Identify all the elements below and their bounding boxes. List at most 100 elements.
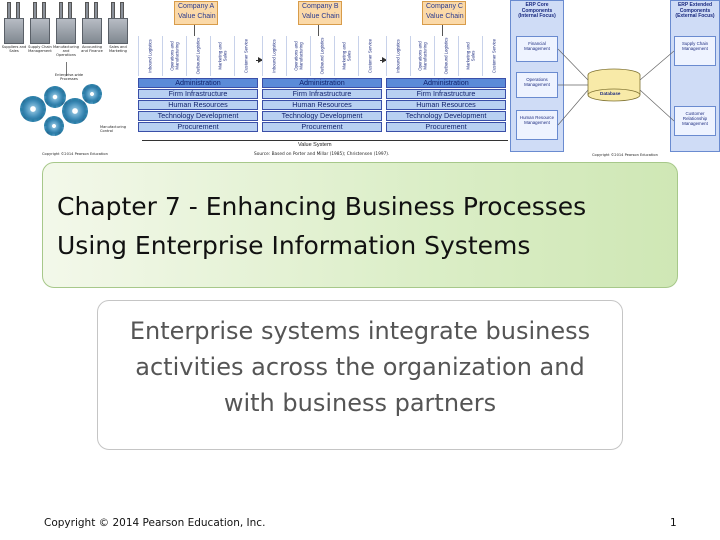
connector-line (442, 25, 443, 36)
primary-activity: Marketing and Sales (458, 36, 482, 76)
support-activity: Human Resources (386, 100, 506, 110)
hr-management-box: Human Resource Management (516, 110, 558, 140)
value-chain-panel: Inbound Logistics Operations and Manufact… (262, 36, 382, 134)
support-activity: Firm Infrastructure (138, 89, 258, 99)
primary-activity-label: Customer Service (367, 38, 373, 74)
primary-activity: Operations and Manufacturing (410, 36, 434, 76)
primary-activity-label: Inbound Logistics (395, 39, 401, 73)
company-subtitle: Value Chain (302, 13, 340, 20)
business-process-illustration: Suppliers and Sales Supply Chain Managem… (0, 0, 132, 160)
company-header: Company C Value Chain (422, 1, 466, 25)
company-header: Company B Value Chain (298, 1, 342, 25)
primary-activity: Customer Service (358, 36, 382, 76)
primary-activity: Outbound Logistics (310, 36, 334, 76)
erp-extended-header: ERP Extended Components (External Focus) (675, 2, 715, 20)
value-system-label: Value System (298, 142, 332, 148)
gear-icon (44, 116, 64, 136)
connector-line (194, 25, 195, 36)
primary-activity-label: Customer Service (491, 38, 497, 74)
factory-label: Sales and Marketing (109, 45, 127, 53)
primary-activity: Outbound Logistics (434, 36, 458, 76)
support-activity: Administration (138, 78, 258, 88)
support-activity: Human Resources (138, 100, 258, 110)
primary-activity: Marketing and Sales (210, 36, 234, 76)
title-line: Chapter 7 - Enhancing Business Processes (57, 192, 587, 221)
primary-activity: Marketing and Sales (334, 36, 358, 76)
database-label: Database (600, 91, 621, 96)
factory-label: Accounting and Finance (81, 45, 103, 53)
subtitle-line: with business partners (223, 389, 497, 417)
support-activity: Procurement (262, 122, 382, 132)
primary-activity-label: Outbound Logistics (195, 37, 201, 75)
support-activity: Administration (386, 78, 506, 88)
erp-core-header: ERP Core Components (Internal Focus) (518, 2, 556, 20)
gear-icon (62, 98, 88, 124)
flow-arrow (256, 57, 263, 63)
primary-activity-label: Operations and Manufacturing (416, 41, 427, 71)
primary-activity: Outbound Logistics (186, 36, 210, 76)
primary-activities: Inbound Logistics Operations and Manufact… (386, 36, 506, 76)
support-activity: Procurement (138, 122, 258, 132)
company-subtitle: Value Chain (426, 13, 464, 20)
company-name: Company C (426, 3, 463, 10)
primary-activity-label: Customer Service (243, 38, 249, 74)
subtitle-line: activities across the organization and (135, 353, 585, 381)
primary-activity: Inbound Logistics (262, 36, 286, 76)
primary-activity: Customer Service (234, 36, 258, 76)
gear-icon (44, 86, 66, 108)
primary-activity: Customer Service (482, 36, 506, 76)
figure-copyright: Copyright ©2014 Pearson Education (42, 152, 108, 156)
erp-diagram: ERP Core Components (Internal Focus) ERP… (510, 0, 720, 162)
support-activity: Technology Development (138, 111, 258, 121)
slide-subtitle: Enterprise systems integrate business ac… (98, 313, 622, 421)
factory-label: Supply Chain Management (28, 45, 52, 53)
primary-activity-label: Operations and Manufacturing (168, 41, 179, 71)
primary-activities: Inbound Logistics Operations and Manufact… (138, 36, 258, 76)
value-system-source: Source: Based on Porter and Millar (1985… (254, 152, 390, 157)
primary-activities: Inbound Logistics Operations and Manufact… (262, 36, 382, 76)
gear-caption: Manufacturing Control (100, 125, 127, 133)
support-activity: Technology Development (386, 111, 506, 121)
erp-copyright: Copyright ©2014 Pearson Education (592, 153, 658, 157)
company-name: Company B (302, 3, 339, 10)
factory-icon (30, 0, 50, 44)
gear-caption: Enterprise-wide Processes (54, 73, 84, 81)
support-activity: Firm Infrastructure (262, 89, 382, 99)
operations-management-box: Operations Management (516, 72, 558, 98)
flow-arrow (380, 57, 387, 63)
supply-chain-box: Supply Chain Management (674, 36, 716, 66)
value-chain-panel: Inbound Logistics Operations and Manufact… (386, 36, 506, 134)
primary-activity: Operations and Manufacturing (286, 36, 310, 76)
connector-line (318, 25, 319, 36)
value-chain-panel: Inbound Logistics Operations and Manufact… (138, 36, 258, 134)
primary-activity: Operations and Manufacturing (162, 36, 186, 76)
primary-activity-label: Marketing and Sales (464, 42, 475, 70)
gear-icon (20, 96, 46, 122)
slide-title: Chapter 7 - Enhancing Business Processes… (57, 187, 586, 265)
value-system-line (142, 140, 508, 141)
page-number: 1 (670, 517, 677, 529)
factory-label: Manufacturing and Operations (53, 45, 80, 57)
company-name: Company A (178, 3, 215, 10)
footer-copyright: Copyright © 2014 Pearson Education, Inc. (44, 517, 266, 529)
support-activity: Administration (262, 78, 382, 88)
primary-activity-label: Operations and Manufacturing (292, 41, 303, 71)
crm-box: Customer Relationship Management (674, 106, 716, 136)
company-header: Company A Value Chain (174, 1, 218, 25)
primary-activity-label: Marketing and Sales (216, 42, 227, 70)
erp-connectors (557, 48, 675, 126)
factory-label: Suppliers and Sales (1, 45, 27, 53)
factory-icon (4, 0, 24, 44)
title-line: Using Enterprise Information Systems (57, 231, 531, 260)
support-activity: Firm Infrastructure (386, 89, 506, 99)
company-subtitle: Value Chain (178, 13, 216, 20)
primary-activity-label: Outbound Logistics (319, 37, 325, 75)
subtitle-box: Enterprise systems integrate business ac… (97, 300, 623, 450)
primary-activity-label: Marketing and Sales (340, 42, 351, 70)
subtitle-line: Enterprise systems integrate business (129, 317, 591, 345)
header-figure: Suppliers and Sales Supply Chain Managem… (0, 0, 720, 162)
primary-activity-label: Inbound Logistics (147, 39, 153, 73)
primary-activity: Inbound Logistics (386, 36, 410, 76)
connector-line (66, 62, 67, 76)
